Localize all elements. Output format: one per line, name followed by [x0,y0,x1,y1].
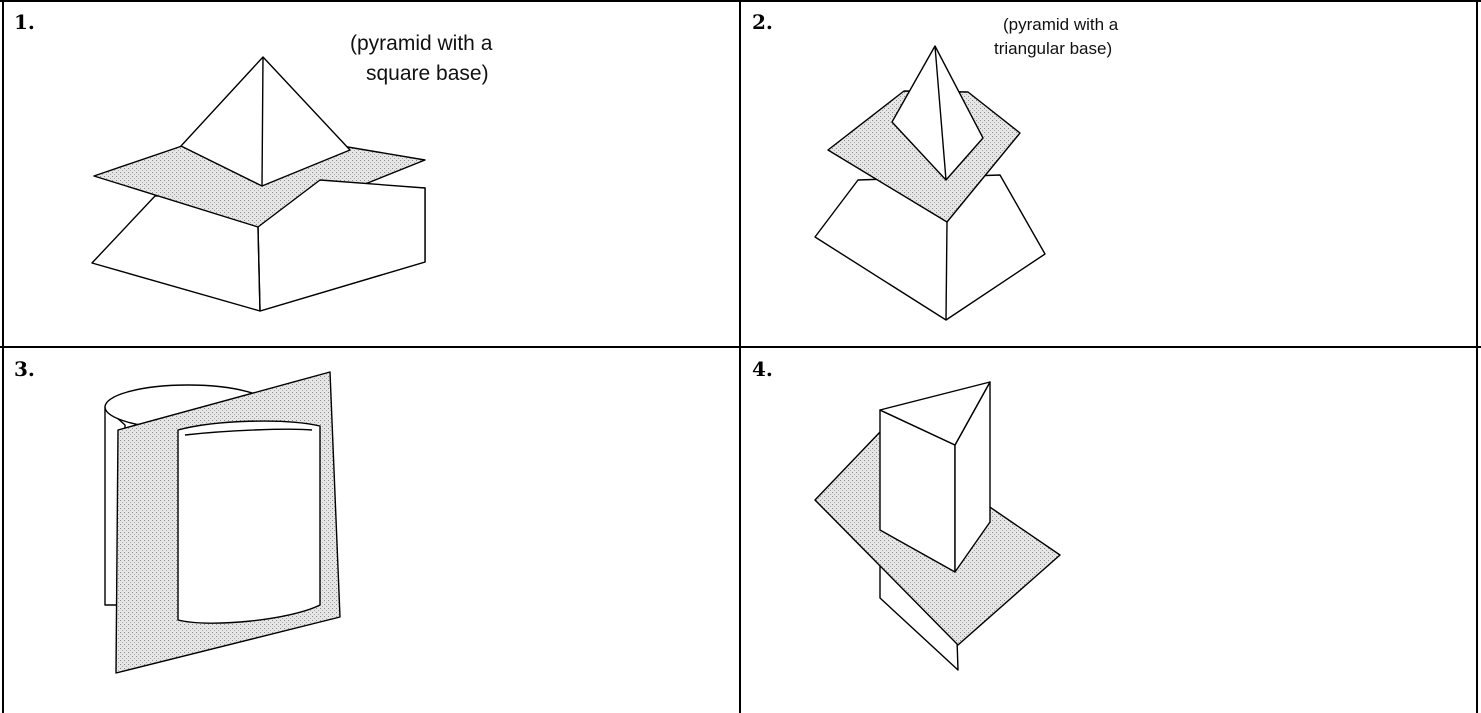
panel-number: 1. [14,10,35,34]
panel-1: 1. (pyramid with a square base) [14,10,493,312]
panel-number: 2. [752,10,773,34]
panel-2: 2. (pyramid with a triangular base) [752,10,1119,321]
panel-caption-line-1: (pyramid with a [1003,15,1119,34]
panel-number: 4. [752,357,773,381]
cylinder-figure [104,371,341,674]
pyramid-triangular-base-figure [814,45,1046,321]
panel-caption-line-2: square base) [366,62,489,85]
panel-number: 3. [14,357,35,381]
triangular-prism-figure [814,381,1061,671]
panel-4: 4. [752,357,1061,671]
panel-caption-line-1: (pyramid with a [350,32,493,55]
panel-3: 3. [14,357,341,674]
panel-caption-line-2: triangular base) [994,39,1112,58]
pyramid-square-base-figure [91,56,426,312]
